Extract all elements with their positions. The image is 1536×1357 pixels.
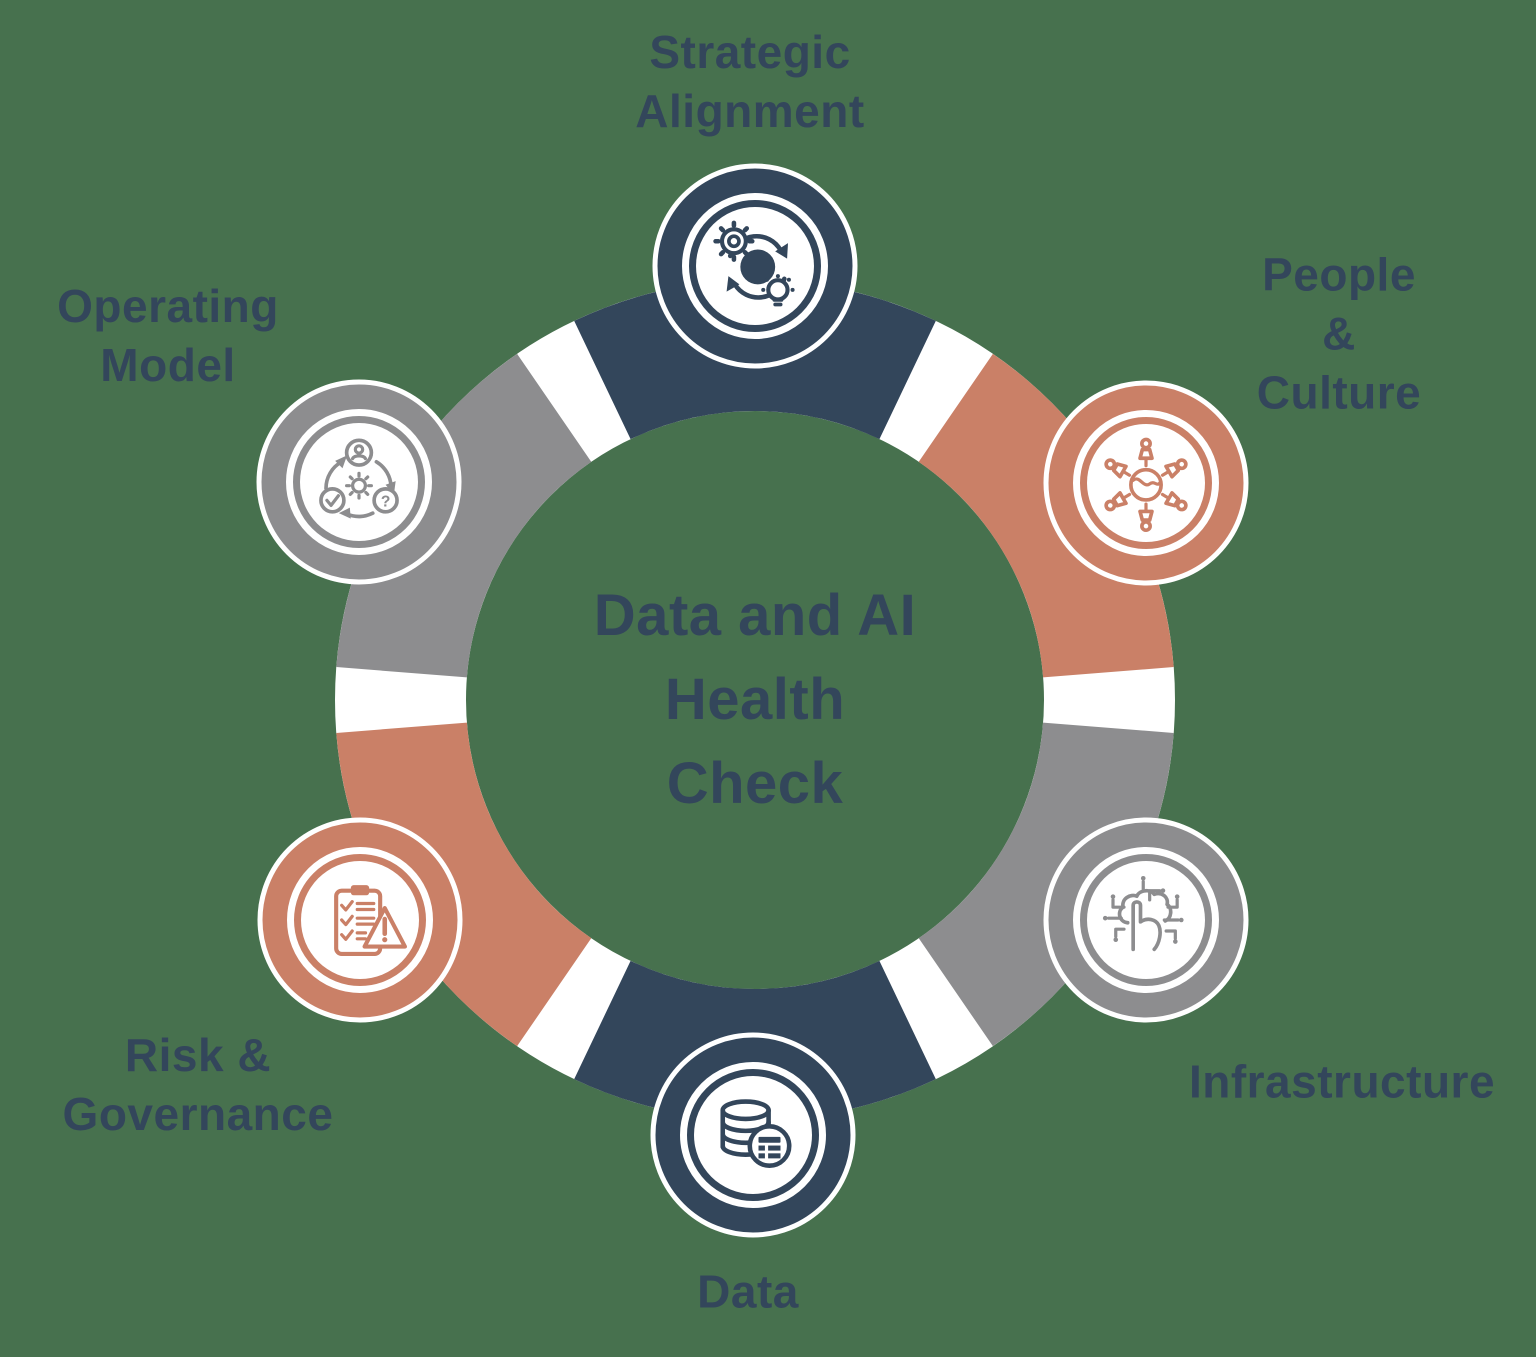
node-data [648, 1030, 858, 1240]
node-risk-governance [255, 815, 465, 1025]
node-label-infrastructure: Infrastructure [1188, 1055, 1496, 1108]
node-label-operating-model: Operating Model [57, 280, 279, 391]
database-table-icon [720, 1099, 792, 1168]
node-label-strategic-alignment: Strategic Alignment [635, 26, 865, 137]
node-strategic-alignment [650, 161, 860, 371]
node-label-people-culture: People & Culture [1256, 248, 1422, 419]
diagram-title: Data and AI Health Check [593, 582, 917, 817]
people-process-cycle-icon: ? [319, 438, 399, 519]
clipboard-warning-icon [334, 885, 407, 956]
node-operating-model: ? [254, 377, 464, 587]
gears-cycle-lightbulb-icon [713, 220, 795, 307]
node-people-culture [1041, 378, 1251, 588]
hand-circuit-icon [1102, 876, 1184, 952]
globe-people-icon [1104, 437, 1188, 533]
node-infrastructure [1041, 815, 1251, 1025]
node-label-data: Data [697, 1265, 799, 1318]
node-label-risk-governance: Risk & Governance [62, 1029, 334, 1140]
svg-text:?: ? [381, 493, 391, 510]
